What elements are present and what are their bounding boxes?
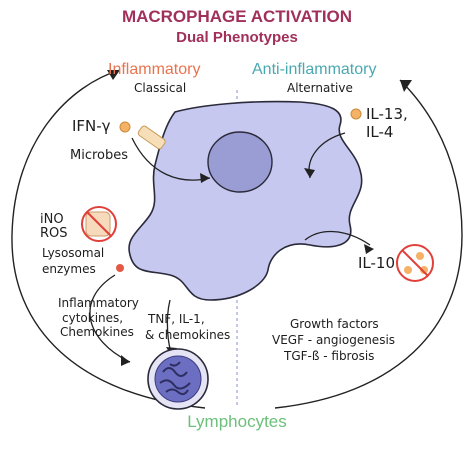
right-outer-arc bbox=[274, 79, 463, 409]
il4-label: IL-4 bbox=[366, 123, 394, 141]
alternative-label: Alternative bbox=[287, 81, 353, 95]
il13-arrowhead bbox=[304, 168, 315, 178]
tnf-line-2: & chemokines bbox=[145, 328, 231, 342]
ifn-to-cell-arrow bbox=[131, 137, 211, 181]
tgf-label: TGF-ß - fibrosis bbox=[284, 349, 375, 363]
ifn-arrowhead bbox=[200, 173, 210, 183]
enzymes-label: enzymes bbox=[42, 262, 96, 276]
lysosome-drop-icon bbox=[116, 264, 124, 272]
ros-label: ROS bbox=[40, 226, 68, 241]
page-subtitle: Dual Phenotypes bbox=[176, 29, 298, 46]
left-arc-arrowhead bbox=[107, 70, 120, 80]
microbe-rod-icon bbox=[137, 125, 166, 150]
page-title: MACROPHAGE ACTIVATION bbox=[121, 7, 353, 26]
inflammatory-heading: Inflammatory bbox=[108, 61, 201, 78]
il10-arrow bbox=[304, 230, 371, 246]
ros-block-slash bbox=[86, 211, 112, 237]
macrophage-cell bbox=[128, 100, 363, 301]
il10-granule-2 bbox=[416, 252, 424, 260]
il10-arrowhead bbox=[364, 244, 374, 254]
tnf-line-1: TNF, IL-1, bbox=[148, 312, 205, 326]
il13-label: IL-13, bbox=[366, 105, 408, 123]
classical-label: Classical bbox=[134, 81, 187, 95]
microbes-label: Microbes bbox=[70, 148, 129, 163]
lysosomal-label: Lysosomal bbox=[42, 246, 105, 260]
ifn-granule-icon bbox=[119, 121, 131, 133]
growth-factors-label: Growth factors bbox=[290, 317, 379, 331]
il10-label: IL-10 bbox=[358, 254, 396, 272]
chromatin-pattern bbox=[159, 361, 191, 396]
ino-label: iNO bbox=[40, 212, 64, 227]
il10-granule-3 bbox=[420, 266, 428, 274]
il10-block-slash bbox=[401, 249, 429, 277]
il13-granule-icon bbox=[350, 108, 362, 120]
cytokine-arrowhead bbox=[121, 355, 130, 366]
ros-blocked-icon bbox=[81, 206, 117, 242]
cytokines-line-3: Chemokines bbox=[60, 325, 134, 339]
nucleus bbox=[207, 131, 273, 193]
cytokine-arrow bbox=[89, 274, 131, 363]
left-outer-arc bbox=[11, 69, 206, 409]
anti-inflammatory-heading: Anti-inflammatory bbox=[252, 61, 377, 78]
cytokines-line-1: Inflammatory bbox=[58, 296, 139, 310]
il10-granule-1 bbox=[404, 266, 412, 274]
right-arc-arrowhead bbox=[400, 80, 412, 92]
ifn-gamma-label: IFN-γ bbox=[72, 117, 111, 135]
cytokines-line-2: cytokines, bbox=[62, 311, 124, 325]
vegf-label: VEGF - angiogenesis bbox=[272, 333, 396, 347]
il10-blocked-icon bbox=[396, 244, 434, 282]
lymphocytes-label: Lymphocytes bbox=[187, 412, 287, 431]
